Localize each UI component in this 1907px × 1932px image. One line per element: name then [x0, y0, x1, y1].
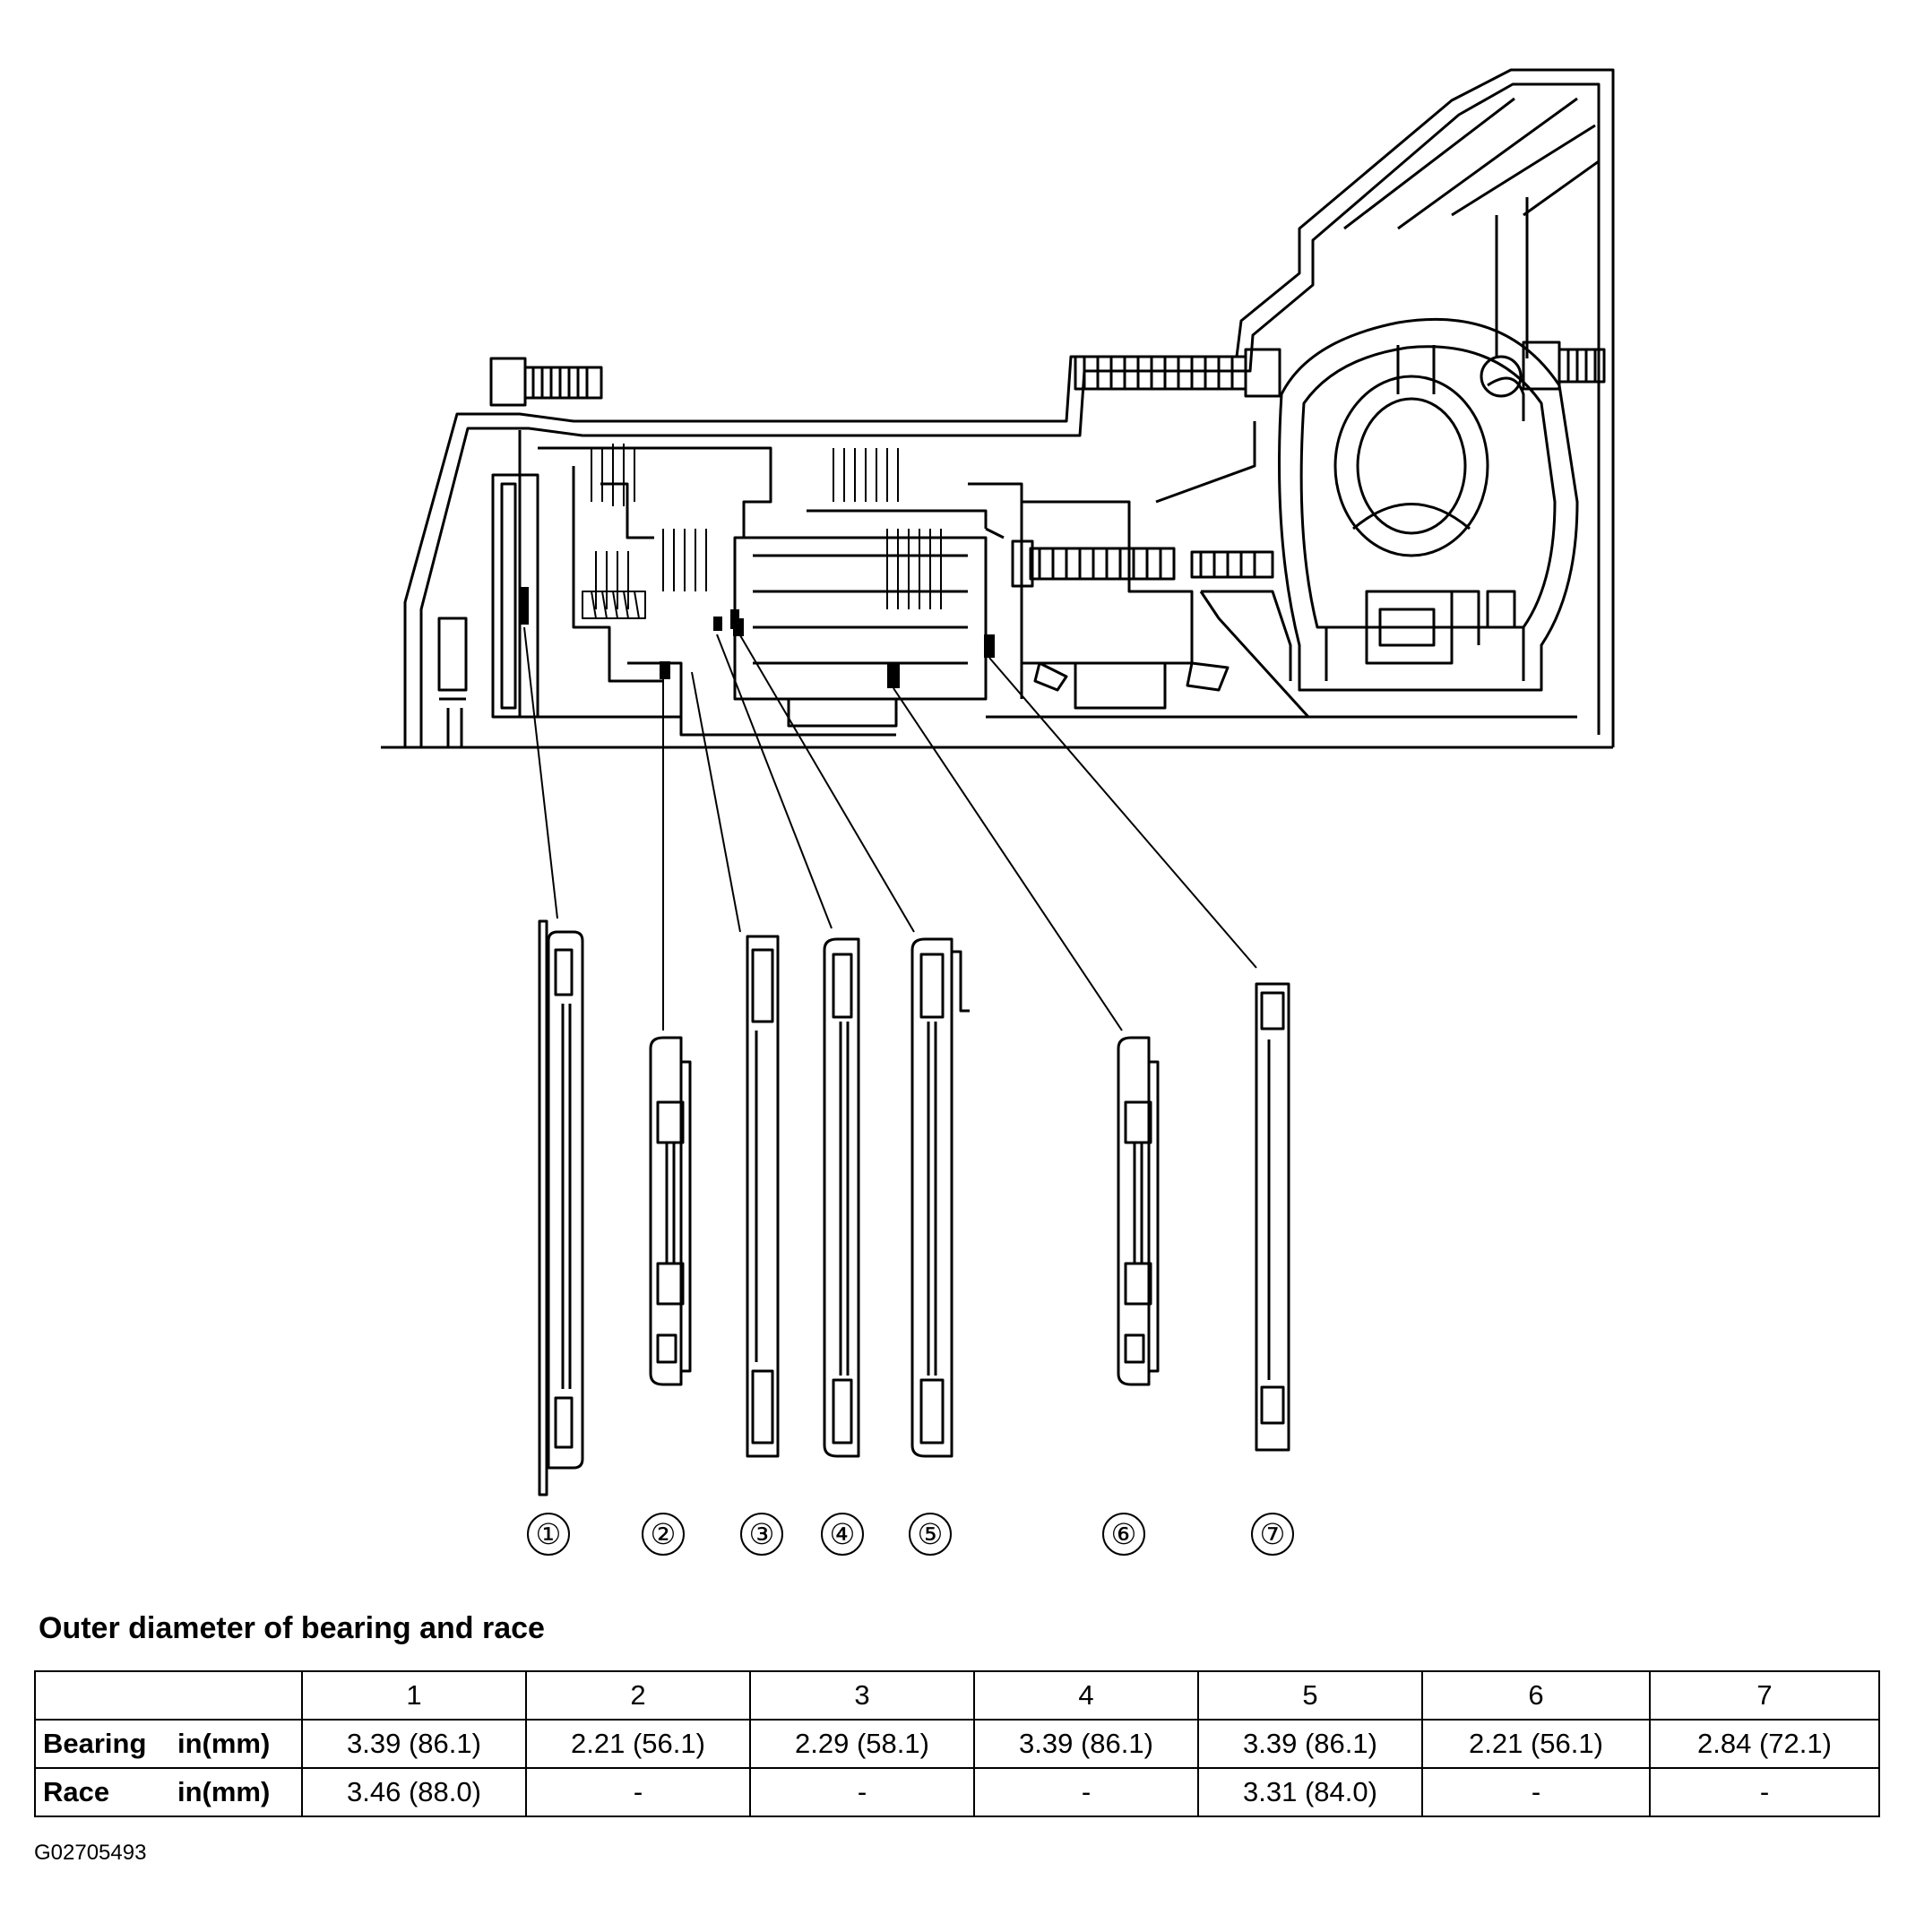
table-cell: -: [973, 1767, 1199, 1817]
bearing-7: [1255, 982, 1290, 1452]
callout-1: ①: [527, 1513, 570, 1556]
table-cell: 3.46 (88.0): [301, 1767, 527, 1817]
row-header-bearing: Bearing in(mm): [34, 1719, 303, 1769]
table-cell: 2.21 (56.1): [525, 1719, 751, 1769]
column-header: 5: [1197, 1670, 1423, 1721]
bearing-4: [823, 937, 860, 1458]
table-cell: 3.39 (86.1): [301, 1719, 527, 1769]
table-cell: -: [1421, 1767, 1651, 1817]
row-header-race: Race in(mm): [34, 1767, 303, 1817]
table-cell: 2.84 (72.1): [1649, 1719, 1880, 1769]
transmission-cross-section: [381, 68, 1615, 749]
callout-5: ⑤: [909, 1513, 952, 1556]
outer-diameter-table: 1 2 3 4 5 6 7 Bearing in(mm) 3.39 (86.1) …: [34, 1670, 1880, 1817]
table-row-race: Race in(mm) 3.46 (88.0) - - - 3.31 (84.0)…: [34, 1767, 1880, 1817]
column-header: 1: [301, 1670, 527, 1721]
table-cell: 3.39 (86.1): [1197, 1719, 1423, 1769]
bearing-3: [746, 935, 780, 1458]
column-header: 7: [1649, 1670, 1880, 1721]
callout-6: ⑥: [1102, 1513, 1145, 1556]
column-header: 6: [1421, 1670, 1651, 1721]
figure-id: G02705493: [34, 1841, 147, 1865]
row-unit: in(mm): [177, 1728, 271, 1759]
table-cell: -: [749, 1767, 975, 1817]
table-cell: 2.21 (56.1): [1421, 1719, 1651, 1769]
column-header: 3: [749, 1670, 975, 1721]
column-header: 4: [973, 1670, 1199, 1721]
row-unit: in(mm): [177, 1776, 271, 1807]
callout-2: ②: [642, 1513, 685, 1556]
row-label: Bearing: [43, 1728, 147, 1759]
column-header: 2: [525, 1670, 751, 1721]
bearing-2: [649, 1036, 692, 1386]
callout-7: ⑦: [1251, 1513, 1294, 1556]
bearing-6: [1117, 1036, 1160, 1386]
table-cell: 3.31 (84.0): [1197, 1767, 1423, 1817]
table-cell: -: [1649, 1767, 1880, 1817]
table-row-bearing: Bearing in(mm) 3.39 (86.1) 2.21 (56.1) 2.…: [34, 1719, 1880, 1769]
row-label: Race: [43, 1776, 110, 1807]
table-cell: -: [525, 1767, 751, 1817]
callout-4: ④: [821, 1513, 864, 1556]
table-cell: 2.29 (58.1): [749, 1719, 975, 1769]
table-corner-cell: [34, 1670, 303, 1721]
table-title: Outer diameter of bearing and race: [39, 1611, 545, 1645]
bearing-1: [538, 919, 584, 1496]
callout-3: ③: [740, 1513, 783, 1556]
table-header-row: 1 2 3 4 5 6 7: [34, 1670, 1880, 1721]
transmission-cutaway-drawing: [381, 68, 1615, 1496]
leader-lines: [523, 626, 1257, 1031]
bearing-5: [910, 937, 970, 1458]
table-cell: 3.39 (86.1): [973, 1719, 1199, 1769]
